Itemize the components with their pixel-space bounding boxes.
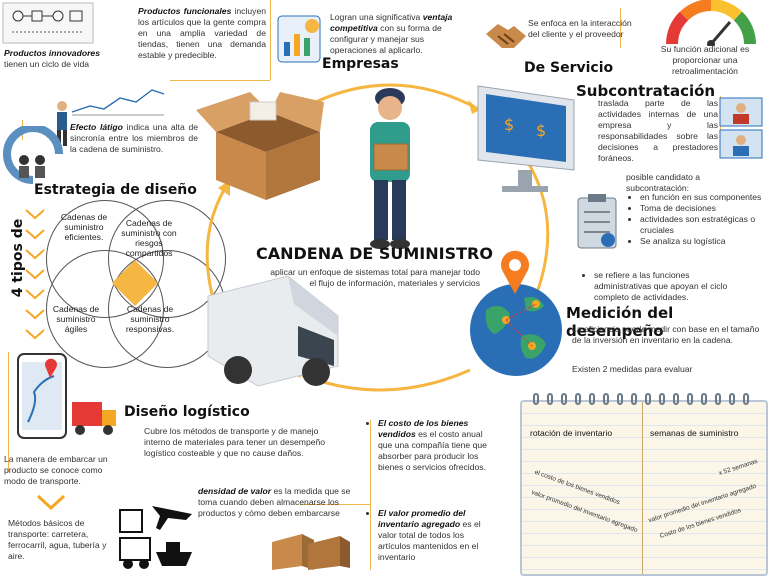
estrategia-title: Estrategia de diseño (34, 182, 197, 198)
innovadores-text: tienen un ciclo de vida (4, 59, 90, 69)
delivery-van-illustration (207, 275, 339, 387)
valor-bold: El valor promedio del inventario agregad… (378, 508, 466, 529)
subcontratacion-title: Subcontratación (576, 82, 716, 100)
notebook-divider (642, 402, 643, 574)
efecto-text: indica una alta de sincronía entre los m… (70, 122, 199, 154)
medicion-existen: Existen 2 medidas para evaluar (572, 364, 693, 374)
empresas-text-post: con su forma de configurar y manejar sus… (330, 23, 442, 55)
costo-bienes: El costo de los bienes vendidos es el co… (366, 418, 498, 473)
medicion-title: Medición del desempeño (566, 304, 674, 340)
costo-text: es el costo anual que una compañía tiene… (378, 429, 487, 472)
empresas-text-bold: ventaja competitiva (330, 12, 453, 33)
valor-text: es el valor total de todos los artículos… (378, 519, 481, 562)
delivery-person-illustration (370, 88, 410, 249)
venn-label-responsivas: Cadenas de suministro responsivas. (125, 304, 175, 334)
center-subtitle: aplicar un enfoque de sistemas total par… (270, 267, 480, 288)
semanas-note-3: x 52 semanas (717, 457, 759, 478)
list-item: se refiere a las funciones administrativ… (594, 270, 744, 303)
logistico-metodos: Métodos básicos de transporte: carretera… (8, 518, 107, 561)
logistico-title: Diseño logístico (124, 404, 250, 420)
efecto-title: Efecto látigo (70, 122, 123, 132)
line-graph-illustration (71, 89, 165, 116)
chevron-icons (25, 209, 45, 340)
venn-center-highlight (112, 260, 158, 306)
online-shop-monitor-illustration: $ $ (477, 85, 575, 192)
servicio-text: Se enfoca en la interacción del cliente … (528, 18, 632, 39)
funcionales-text: incluyen los artículos que la gente comp… (138, 6, 266, 60)
venn-label-agiles: Cadenas de suministro ágiles (52, 304, 100, 334)
medicion-text: La eficiencia puede medir con base en el… (572, 324, 760, 345)
rotacion-label: rotación de inventario (530, 428, 613, 438)
empresas-text-pre: Logran una significativa (330, 12, 421, 22)
empresas-text: Logran una significativa ventaja competi… (330, 12, 456, 56)
list-item: actividades son estratégicas o cruciales (640, 214, 768, 236)
person-chart-icon (57, 101, 67, 146)
semanas-label: semanas de suministro (650, 428, 739, 438)
servicio-title: De Servicio (524, 60, 614, 76)
phone-map-icon (17, 353, 116, 439)
efecto-latigo: Efecto látigo indica una alta de sincron… (70, 122, 198, 155)
medicion-bullet: se refiere a las funciones administrativ… (582, 270, 744, 303)
densidad-bold: densidad de valor (198, 486, 272, 496)
handshake-icon (486, 24, 526, 48)
productos-innovadores: Productos innovadores tienen un ciclo de… (4, 48, 134, 70)
connector-line (270, 0, 271, 80)
costo-bold: El costo de los bienes vendidos (378, 418, 469, 439)
connector-line (370, 420, 371, 570)
empresas-title: Empresas (322, 56, 399, 72)
venn-label-eficientes: Cadenas de suministro eficientes. (60, 212, 108, 242)
innovadores-title: Productos innovadores (4, 48, 100, 58)
connector-line (620, 8, 621, 48)
list-item: en función en sus componentes (640, 192, 768, 203)
logistico-modo: La manera de embarcar un producto se con… (4, 454, 108, 486)
subcontratacion-list: en función en sus componentes Toma de de… (628, 192, 768, 247)
list-item: Toma de decisiones (640, 203, 768, 214)
location-pin-icon (501, 250, 529, 294)
venn-label-riesgos: Cadenas de suministro con riesgos compar… (121, 218, 177, 258)
down-chevron-icon (36, 494, 66, 511)
team-strategy-icon (3, 126, 63, 184)
transport-icons (119, 506, 192, 569)
analytics-icon (277, 15, 321, 63)
connector-line (300, 504, 370, 505)
globe-illustration (470, 284, 562, 376)
feedback-gauge-icon (666, 0, 756, 46)
connector-line (170, 80, 270, 81)
productos-funcionales: Productos funcionales incluyen los artíc… (138, 6, 266, 61)
checklist-icon (577, 194, 617, 249)
notebook-panel: rotación de inventario semanas de sumini… (520, 400, 768, 576)
svg-text:$: $ (504, 115, 514, 134)
valor-inventario: El valor promedio del inventario agregad… (366, 508, 498, 563)
subcontratacion-posible: posible candidato a subcontratación: (626, 172, 701, 193)
funcionales-title: Productos funcionales (138, 6, 232, 16)
densidad-valor: densidad de valor es la medida que se to… (198, 486, 362, 519)
center-title: CANDENA DE SUMINISTRO (256, 244, 493, 263)
video-call-icon (719, 97, 763, 159)
connector-line (8, 352, 9, 472)
open-box-illustration (196, 92, 324, 200)
boxes-illustration (272, 534, 350, 570)
densidad-text: es la medida que se toma cuando deben al… (198, 486, 351, 518)
list-item: Se analiza su logística (640, 236, 768, 247)
servicio-extra: Su función adicional es proporcionar una… (660, 44, 750, 76)
notebook-rings (533, 393, 749, 405)
logistico-text: Cubre los métodos de transporte y de man… (144, 426, 326, 458)
subcontratacion-text: traslada parte de las actividades intern… (598, 98, 718, 163)
svg-text:$: $ (536, 121, 546, 140)
sketch-illustration (2, 2, 94, 44)
